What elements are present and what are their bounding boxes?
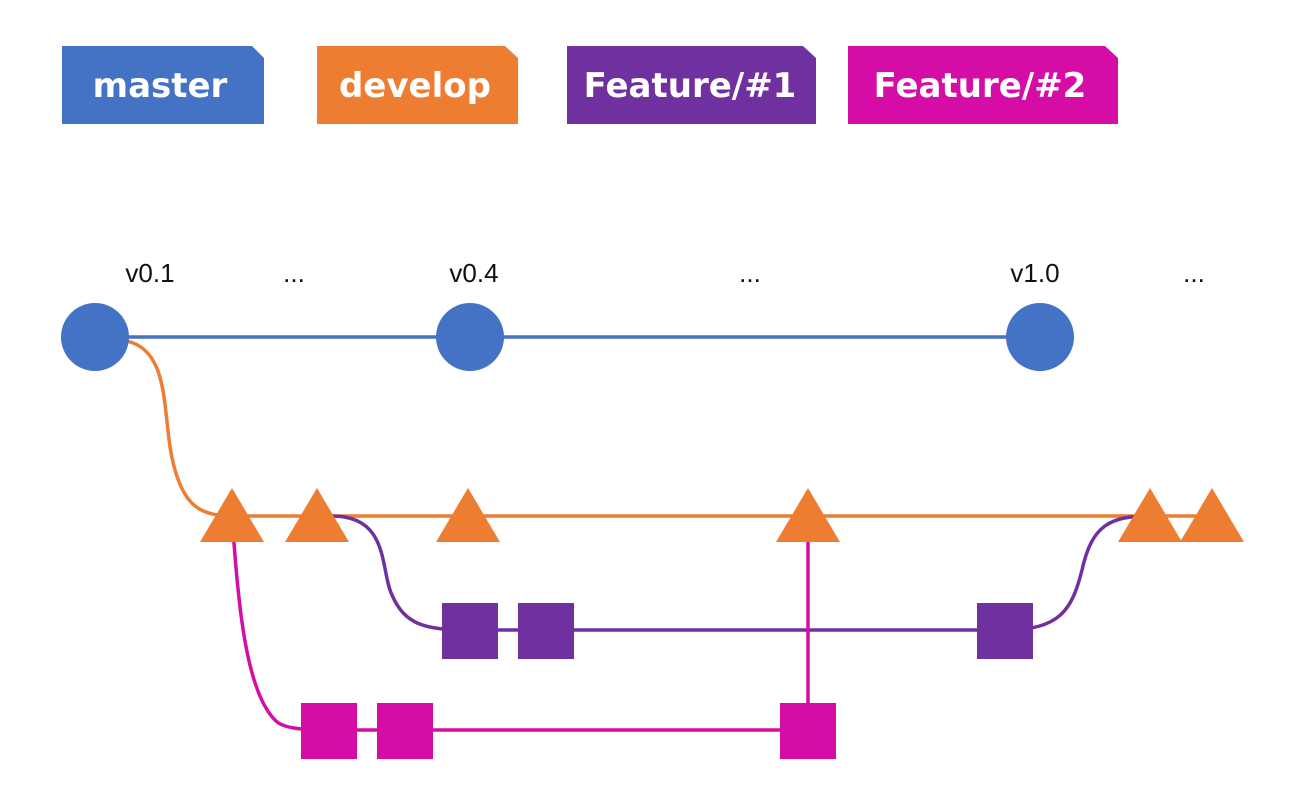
master-commit-v0-1 — [61, 303, 129, 371]
master-commits — [61, 303, 1074, 371]
feature1-commit-1 — [442, 603, 498, 659]
tag-v0-4: v0.4 — [449, 258, 498, 288]
branch-lines — [95, 335, 1212, 732]
develop-commit-3 — [436, 488, 500, 542]
develop-commit-6 — [1180, 488, 1244, 542]
legend-develop-tag — [317, 46, 518, 124]
legend-feature-1-label: Feature/#1 — [584, 66, 797, 106]
develop-commits — [200, 488, 1244, 542]
develop-commit-4 — [776, 488, 840, 542]
legend-feature-2-label: Feature/#2 — [874, 66, 1087, 106]
feature1-commits — [442, 603, 1033, 659]
legend-master: master — [62, 46, 264, 124]
tag-ellipsis-3: ... — [1183, 258, 1205, 288]
master-commit-v0-4 — [436, 303, 504, 371]
tag-ellipsis-1: ... — [283, 258, 305, 288]
feature1-commit-3 — [977, 603, 1033, 659]
tag-v1-0: v1.0 — [1010, 258, 1059, 288]
feature2-commit-1 — [301, 703, 357, 759]
feature2-commits — [301, 703, 836, 759]
legend-develop: develop — [317, 46, 518, 124]
legend-feature-2: Feature/#2 — [848, 46, 1118, 124]
tag-ellipsis-2: ... — [739, 258, 761, 288]
tag-v0-1: v0.1 — [125, 258, 174, 288]
legend-master-label: master — [93, 66, 228, 106]
feature1-commit-2 — [518, 603, 574, 659]
master-commit-v1-0 — [1006, 303, 1074, 371]
develop-commit-2 — [285, 488, 349, 542]
develop-commit-5 — [1118, 488, 1182, 542]
legend-master-tag — [62, 46, 264, 124]
legend-feature-1-tag — [567, 46, 816, 124]
feature2-commit-2 — [377, 703, 433, 759]
legend-feature-1: Feature/#1 — [567, 46, 816, 124]
legend-feature-2-tag — [848, 46, 1118, 124]
feature2-fork-curve — [230, 515, 331, 732]
feature1-merge-curve — [1004, 514, 1151, 632]
legend-develop-label: develop — [339, 66, 491, 106]
feature2-commit-3 — [780, 703, 836, 759]
develop-fork-curve — [119, 338, 233, 518]
feature1-fork-curve — [331, 514, 471, 632]
develop-commit-1 — [200, 488, 264, 542]
